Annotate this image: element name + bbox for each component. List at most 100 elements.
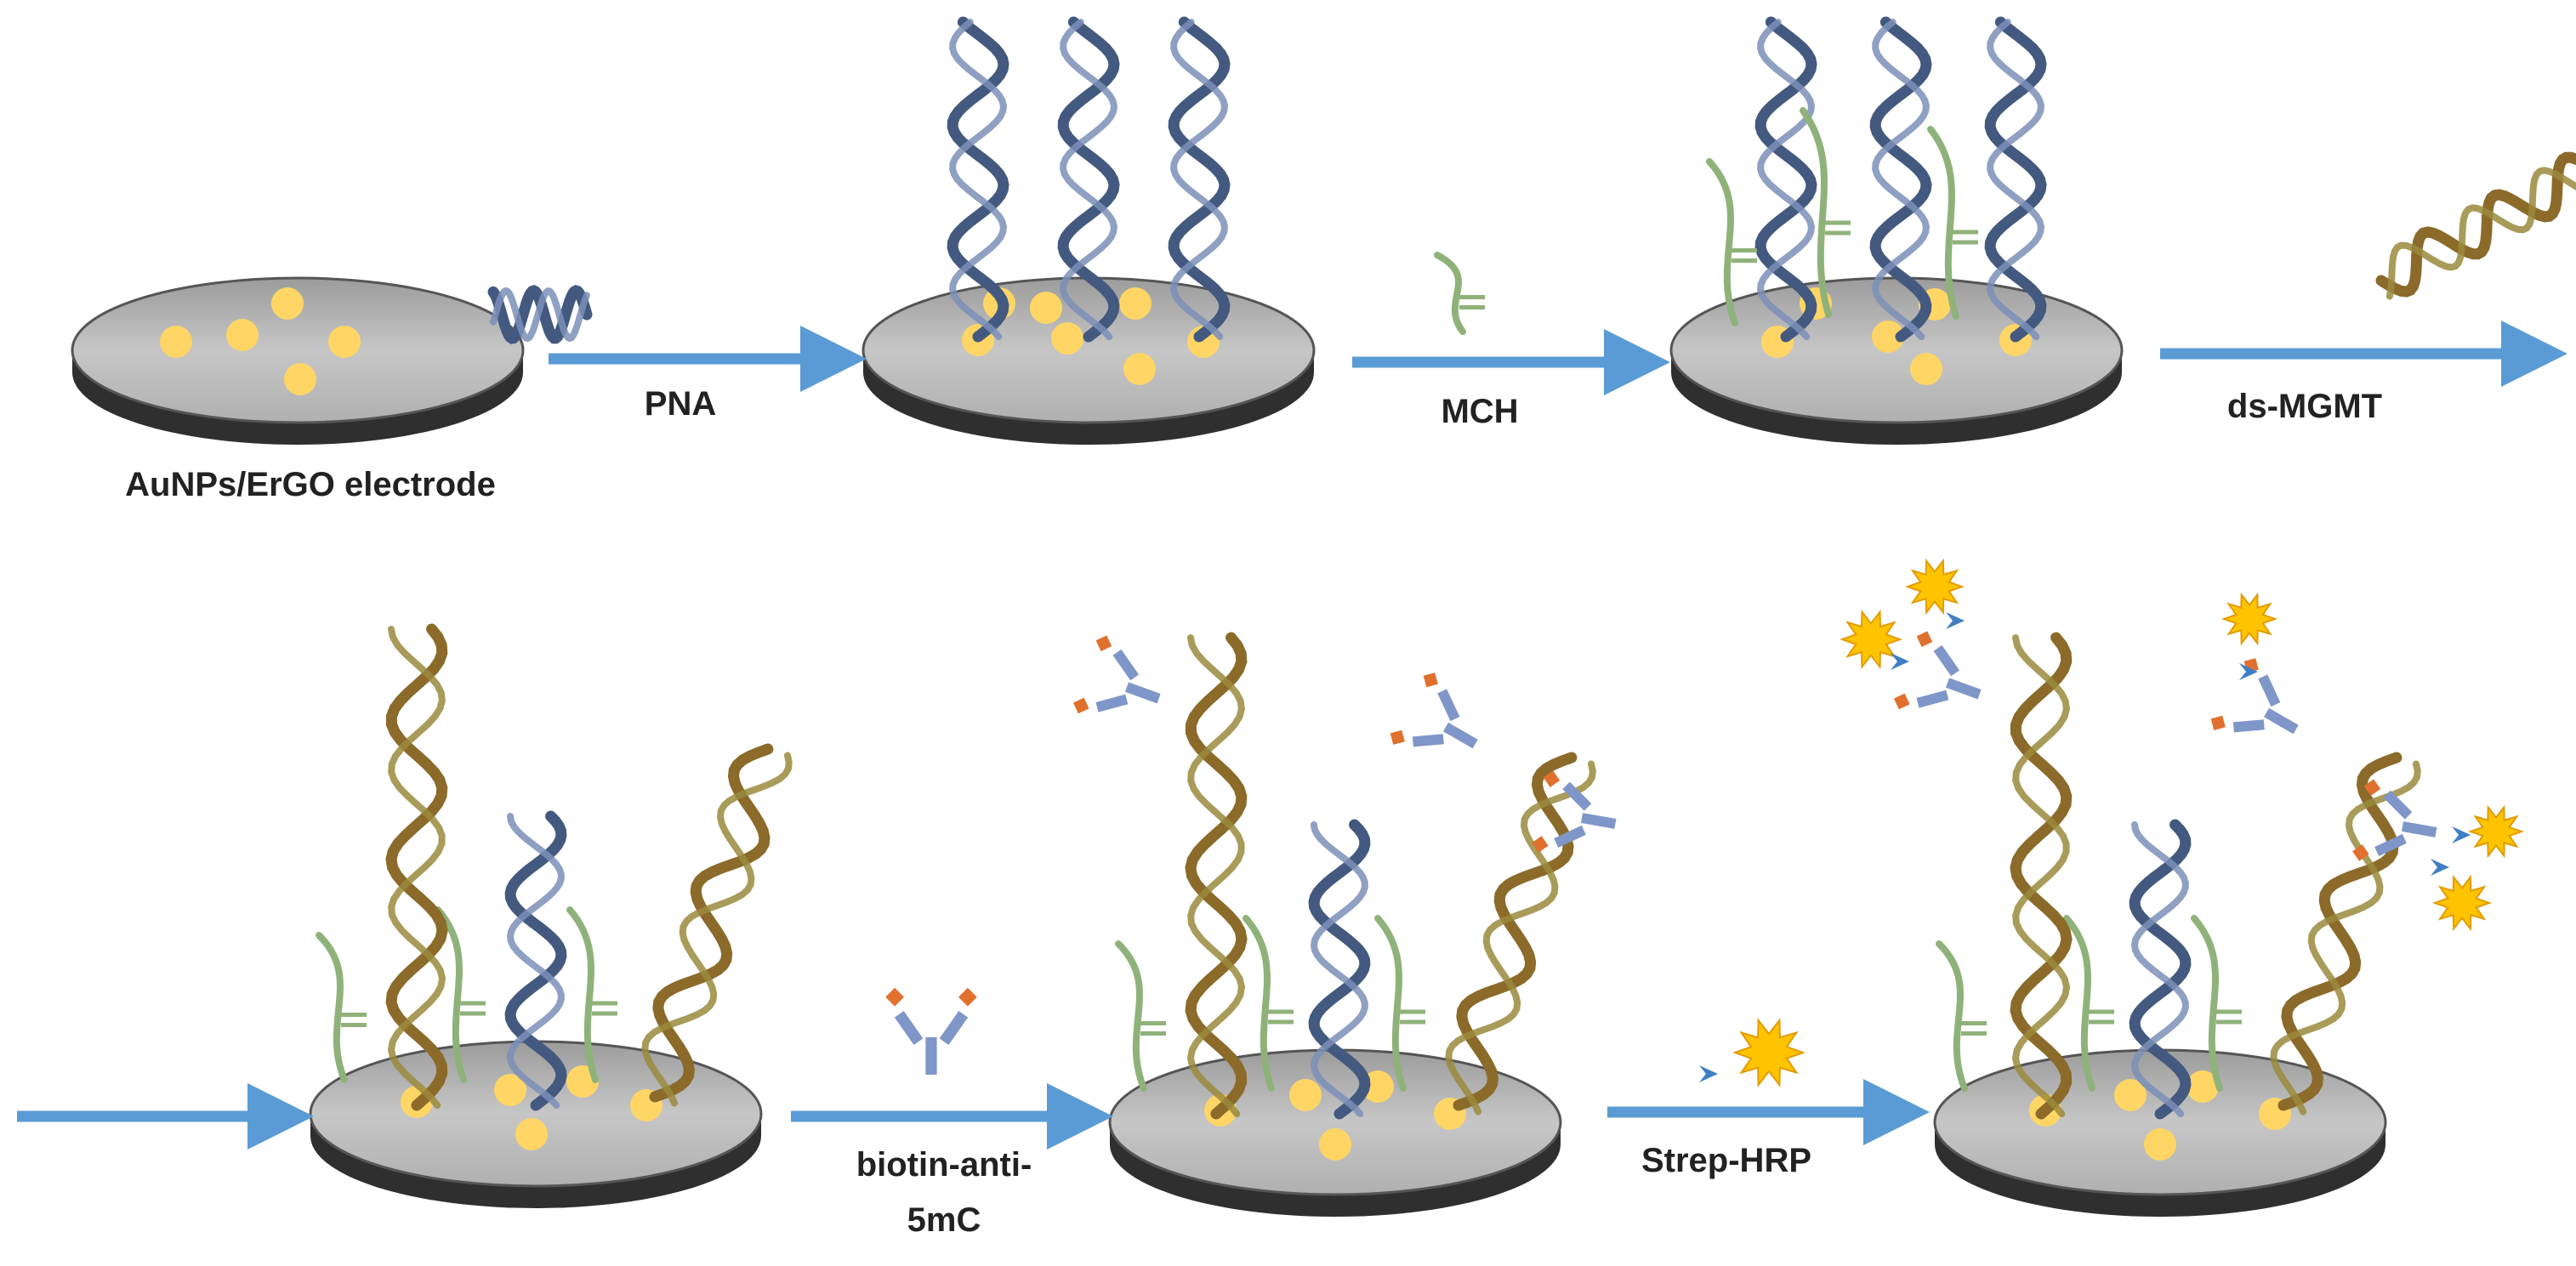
gold-nanoparticle (1123, 353, 1156, 385)
bound-antibody (2210, 658, 2299, 735)
electrode-top (309, 1040, 763, 1188)
target-duplex (2010, 632, 2073, 1120)
gold-nanoparticle (2186, 1070, 2219, 1103)
helix-strand-b (1170, 19, 1229, 340)
helix-strand-b (387, 626, 446, 1109)
gold-nanoparticle (271, 287, 304, 320)
target-duplex (1185, 632, 1248, 1120)
bound-antibody (2352, 779, 2437, 861)
biotin-tag (2363, 779, 2381, 796)
electrode-top (862, 276, 1316, 424)
target-duplex (385, 623, 448, 1111)
mch-strand (316, 932, 367, 1083)
mch-free-strand (1434, 252, 1485, 335)
helix-strand-b (1872, 19, 1931, 340)
helix-strand-a (1869, 16, 1932, 343)
biotin-tag (1390, 730, 1405, 745)
biotin-tag (2210, 715, 2226, 730)
helix-strand-b (1445, 760, 1596, 1116)
hrp-star (2468, 804, 2524, 859)
antibody-arm-left (894, 1010, 924, 1046)
gold-nanoparticle (2114, 1079, 2147, 1111)
gold-nanoparticle (328, 326, 361, 358)
streptavidin-free (1699, 1065, 1718, 1082)
mch-backbone (566, 906, 599, 1083)
mch-backbone (316, 932, 348, 1083)
helix-strand-a (1308, 819, 1371, 1120)
biotin-tag (885, 987, 904, 1007)
pna-immobilized-strand (1168, 16, 1231, 343)
helix-strand-b (949, 19, 1008, 340)
antibody-stem (925, 1037, 937, 1075)
biotin-tag (1893, 693, 1910, 710)
mch-strand (1115, 940, 1166, 1092)
antibody-arm-left (1412, 734, 1444, 747)
pna-immobilized-strand (947, 16, 1009, 343)
helix-strand-b (641, 752, 793, 1107)
helix-strand-b (1310, 821, 1368, 1117)
hrp-star (1904, 558, 1965, 616)
mch-backbone (1243, 915, 1275, 1092)
antibody-stem (1124, 682, 1161, 704)
helix-strand-a (2129, 819, 2192, 1120)
gold-nanoparticle (494, 1074, 526, 1106)
gold-nanoparticle (1289, 1079, 1322, 1111)
mch-backbone (1434, 252, 1466, 335)
target-duplex (641, 743, 793, 1107)
mch-label: MCH (1441, 393, 1519, 430)
hrp-star (2221, 592, 2277, 646)
hrp-star (1840, 609, 1902, 670)
antibody-stem (1580, 813, 1617, 829)
ds-mgmt-free-strand (2375, 151, 2576, 300)
gold-nanoparticle (160, 326, 192, 358)
streptavidin (1946, 612, 1965, 629)
streptavidin (1891, 653, 1909, 670)
mch-strand (1243, 915, 1294, 1092)
5mc-label: 5mC (907, 1201, 981, 1239)
pna-immobilized-strand (1057, 16, 1120, 343)
pna-immobilized-strand (1984, 16, 2047, 343)
biotin-tag (1095, 635, 1112, 651)
gold-nanoparticle (1319, 1128, 1351, 1161)
antibody-arm-left (1916, 690, 1949, 708)
antibody-arm-right (1562, 781, 1592, 811)
electrode-disk (1108, 1048, 1562, 1217)
electrode-top (71, 276, 525, 424)
antibody-arm-right (1437, 689, 1460, 722)
biotin-antibody-free (885, 987, 977, 1075)
pna-label: PNA (644, 385, 717, 423)
antibody-arm-right (939, 1010, 969, 1046)
mch-backbone (1927, 126, 1959, 320)
pna-immobilized-strand (1308, 819, 1371, 1120)
mch-backbone (1115, 940, 1147, 1092)
antibody-arm-right (1933, 644, 1960, 677)
mch-backbone (1800, 107, 1832, 318)
hrp-star (2431, 874, 2493, 932)
biotin-anti-label: biotin-anti- (856, 1146, 1032, 1184)
helix-strand-a (2277, 752, 2403, 1111)
antibody-arm-left (2232, 719, 2265, 733)
electrode-disk (309, 1040, 763, 1208)
helix-strand-b (2386, 151, 2576, 300)
mch-strand (1927, 126, 1978, 320)
pna-immobilized-strand (1754, 16, 1817, 343)
helix-strand-a (1057, 16, 1120, 343)
mch-strand (435, 906, 486, 1083)
mch-strand (1936, 940, 1987, 1092)
target-duplex (2270, 752, 2421, 1116)
mch-backbone (1706, 158, 1738, 326)
helix-strand-b (490, 287, 590, 343)
gold-nanoparticle (1030, 292, 1062, 324)
antibody-arm-right (1112, 649, 1140, 681)
pna-immobilized-strand (1869, 16, 1932, 343)
pna-immobilized-strand (504, 810, 567, 1111)
mch-backbone (2063, 915, 2095, 1092)
helix-strand-b (1757, 19, 1816, 340)
gold-nanoparticle (1872, 321, 1904, 353)
gold-nanoparticle (284, 363, 316, 395)
helix-strand-a (1168, 16, 1231, 343)
helix-strand-a (947, 16, 1009, 343)
helix-strand-b (1060, 19, 1118, 340)
mch-strand (1374, 915, 1425, 1092)
